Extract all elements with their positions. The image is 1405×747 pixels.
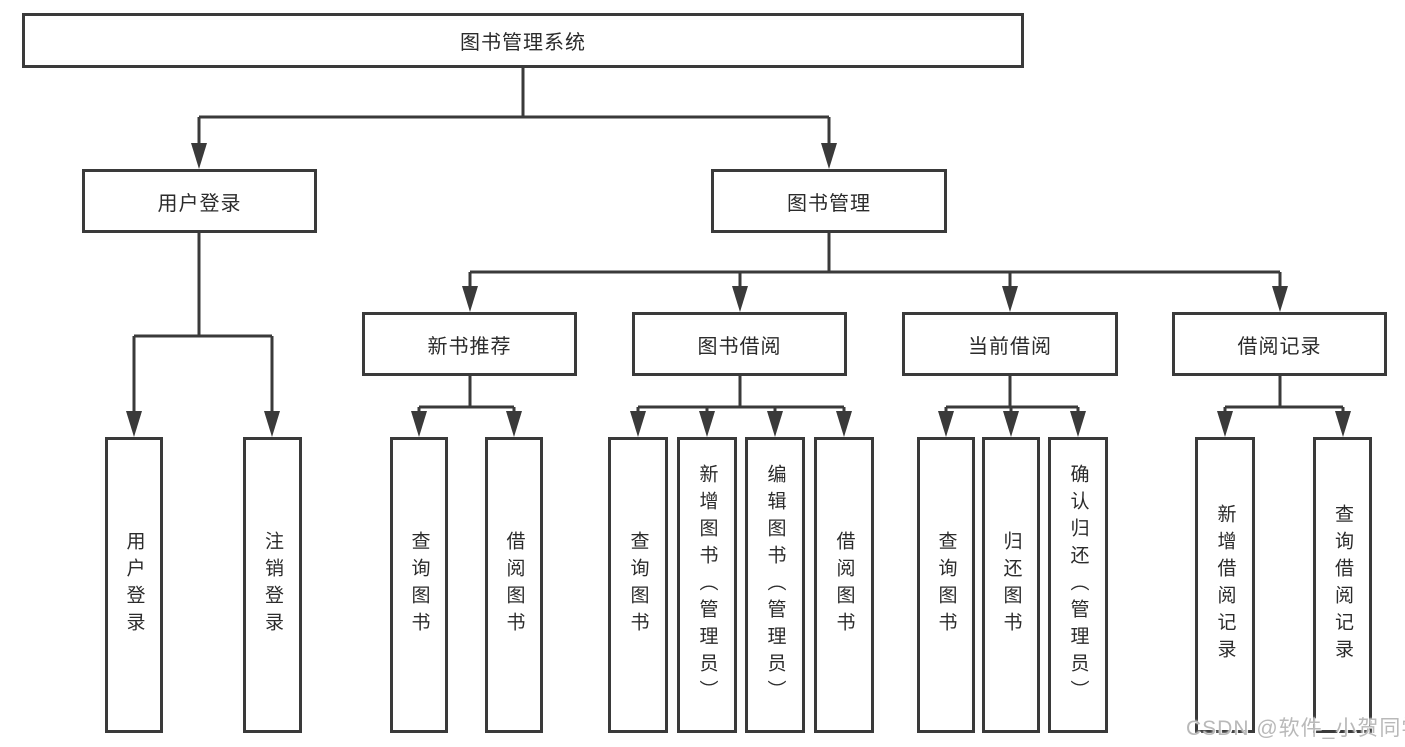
node-book-borrow: 图书借阅 xyxy=(632,312,847,376)
leaf-query-books-recommend: 查询图书 xyxy=(390,437,448,733)
leaf-return-books: 归还图书 xyxy=(982,437,1040,733)
leaf-query-borrow-record: 查询借阅记录 xyxy=(1313,437,1372,733)
leaf-user-login: 用户登录 xyxy=(105,437,163,733)
node-new-book-recommend: 新书推荐 xyxy=(362,312,577,376)
leaf-query-books-borrow: 查询图书 xyxy=(608,437,668,733)
node-borrow-records: 借阅记录 xyxy=(1172,312,1387,376)
leaf-add-books-admin: 新增图书（管理员） xyxy=(677,437,737,733)
node-user-login: 用户登录 xyxy=(82,169,317,233)
leaf-borrow-books: 借阅图书 xyxy=(814,437,874,733)
leaf-logout: 注销登录 xyxy=(243,437,302,733)
node-book-management: 图书管理 xyxy=(711,169,947,233)
leaf-borrow-books-recommend: 借阅图书 xyxy=(485,437,543,733)
arrowhead-icons xyxy=(126,143,1351,437)
leaf-confirm-return-admin: 确认归还（管理员） xyxy=(1048,437,1108,733)
leaf-add-borrow-record: 新增借阅记录 xyxy=(1195,437,1255,733)
leaf-query-books-current: 查询图书 xyxy=(917,437,975,733)
leaf-edit-books-admin: 编辑图书（管理员） xyxy=(745,437,805,733)
node-library-system: 图书管理系统 xyxy=(22,13,1024,68)
node-current-borrow: 当前借阅 xyxy=(902,312,1118,376)
csdn-watermark: CSDN @软件_小贺同学 xyxy=(1186,717,1405,740)
